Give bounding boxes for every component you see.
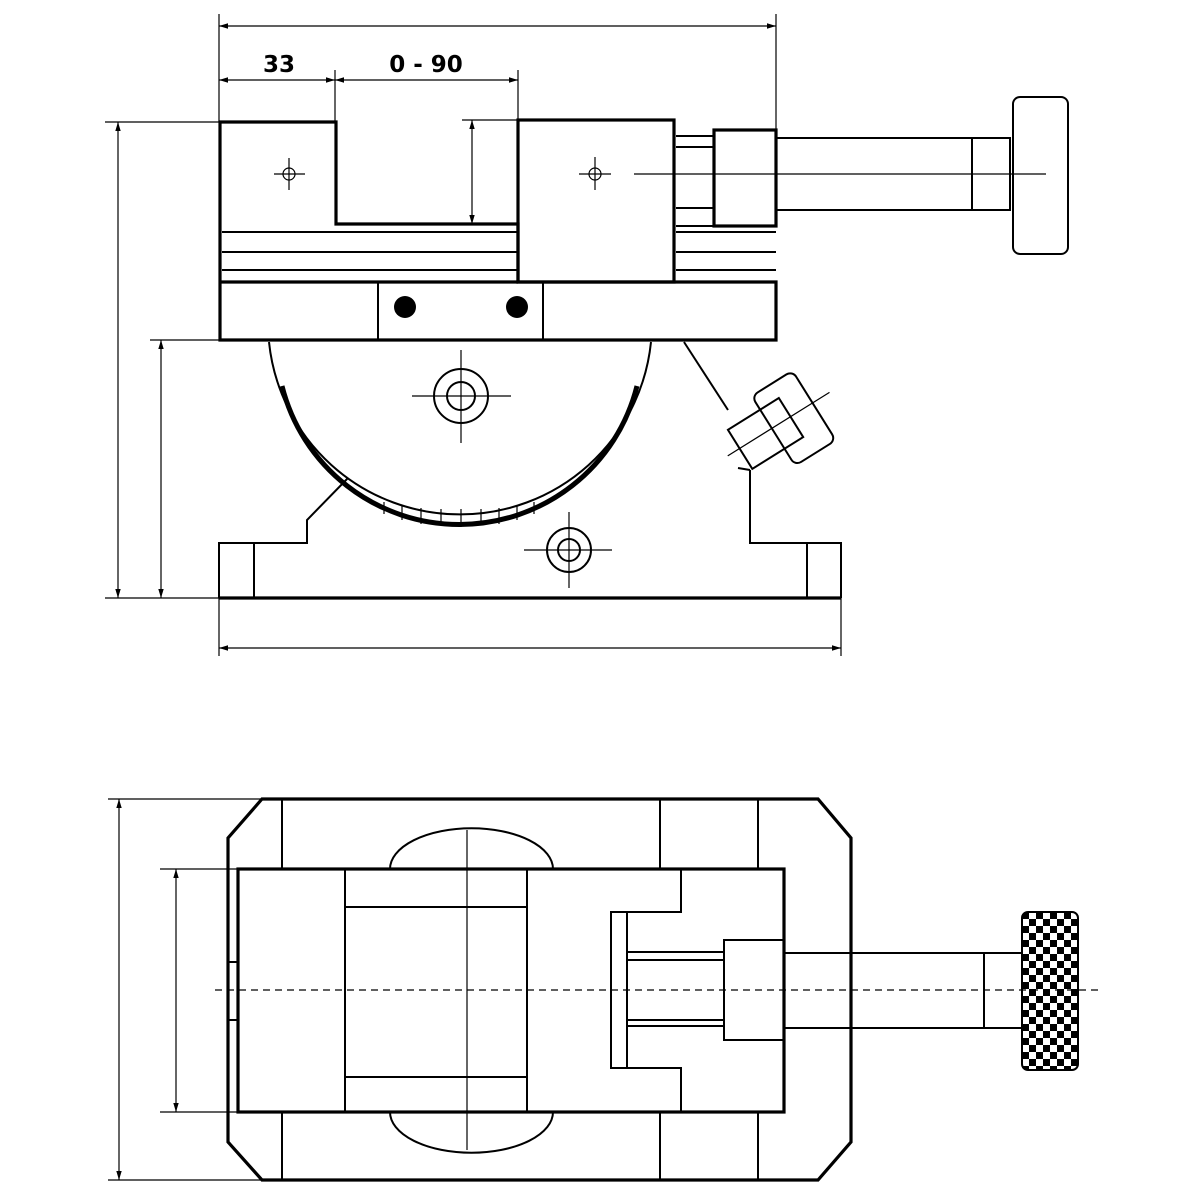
knurled-handle xyxy=(1021,911,1079,1071)
dimension-base-width xyxy=(218,598,842,656)
swivel-base xyxy=(218,341,842,600)
pin-left xyxy=(394,296,416,318)
top-view xyxy=(108,797,1098,1182)
side-view: 33 0 - 90 xyxy=(105,14,1069,656)
handle-knob xyxy=(1012,96,1069,255)
vise-body xyxy=(218,120,778,342)
dimension-label-0-90: 0 - 90 xyxy=(389,52,463,78)
angle-scale-ticks xyxy=(383,502,535,527)
locking-lever xyxy=(726,372,835,471)
top-vise-body xyxy=(236,830,786,1150)
pin-right xyxy=(506,296,528,318)
dimension-overall-height xyxy=(105,121,222,599)
dimension-opening-range: 0 - 90 xyxy=(335,52,519,120)
top-base-plate xyxy=(226,797,853,1182)
top-spindle-assembly xyxy=(784,911,1079,1071)
dimension-top-jaw-depth xyxy=(160,868,238,1113)
dimension-label-33: 33 xyxy=(263,52,295,78)
movable-jaw xyxy=(516,118,776,284)
spindle-assembly xyxy=(634,96,1069,255)
dimension-jaw-depth xyxy=(462,119,518,225)
dimension-jaw-width: 33 xyxy=(219,52,336,122)
dimension-top-depth xyxy=(108,798,262,1181)
dimension-overall-top xyxy=(218,14,777,130)
dimension-base-height xyxy=(150,339,270,598)
